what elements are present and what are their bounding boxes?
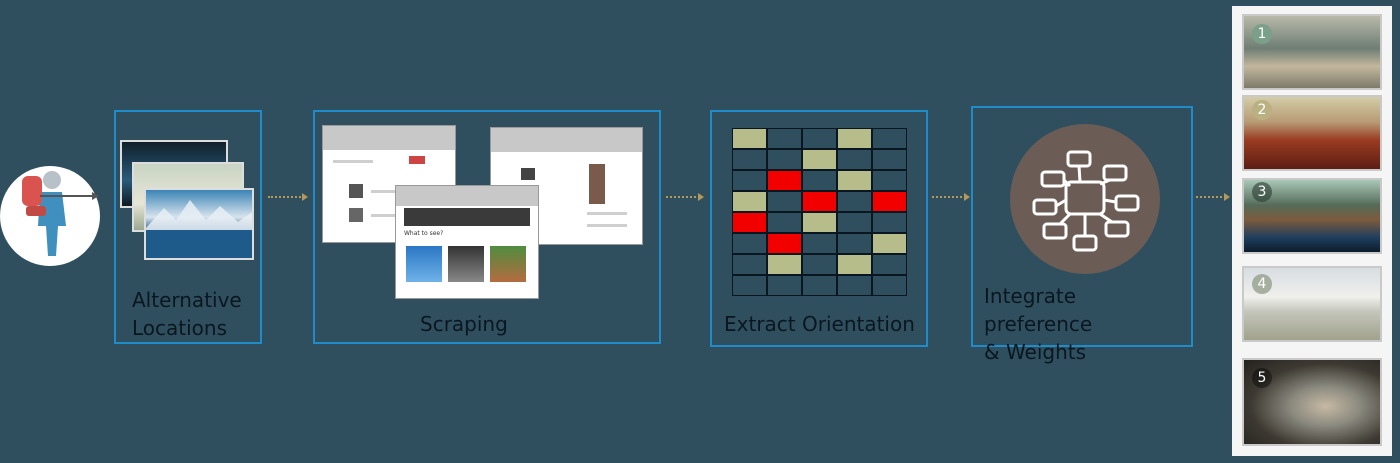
grid-cell: [732, 128, 767, 149]
rank-number-3: 3: [1252, 182, 1272, 202]
screenshot-front: What to see?: [396, 186, 538, 298]
grid-cell: [802, 254, 837, 275]
grid-cell: [732, 275, 767, 296]
grid-cell: [802, 128, 837, 149]
screenshot-left: [323, 126, 455, 242]
grid-cell: [837, 212, 872, 233]
grid-cell: [767, 233, 802, 254]
grid-cell: [872, 254, 907, 275]
grid-cell: [732, 191, 767, 212]
stage-integrate: [971, 106, 1193, 347]
grid-cell: [732, 170, 767, 191]
location-photo-front: [144, 188, 254, 260]
label-alternative-locations: Alternative Locations: [132, 288, 242, 340]
grid-cell: [837, 149, 872, 170]
grid-cell: [872, 212, 907, 233]
stage-scraping: [313, 110, 661, 344]
arrow-3: [932, 193, 970, 201]
grid-cell: [802, 149, 837, 170]
grid-cell: [732, 212, 767, 233]
orientation-grid: [732, 128, 907, 296]
grid-cell: [872, 128, 907, 149]
arrow-4: [1196, 193, 1230, 201]
grid-cell: [802, 212, 837, 233]
grid-cell: [767, 149, 802, 170]
grid-cell: [767, 128, 802, 149]
grid-cell: [837, 275, 872, 296]
arrow-1: [268, 193, 308, 201]
rank-number-5: 5: [1252, 368, 1272, 388]
rank-number-1: 1: [1252, 24, 1272, 44]
grid-cell: [732, 149, 767, 170]
grid-cell: [802, 170, 837, 191]
network-icon: [1010, 124, 1160, 274]
grid-cell: [837, 233, 872, 254]
rank-number-4: 4: [1252, 274, 1272, 294]
traveller-icon: [0, 166, 100, 266]
rank-number-2: 2: [1252, 100, 1272, 120]
grid-cell: [732, 233, 767, 254]
grid-cell: [802, 233, 837, 254]
grid-cell: [767, 170, 802, 191]
grid-cell: [767, 212, 802, 233]
arrow-2: [666, 193, 704, 201]
screenshot-heading: What to see?: [404, 230, 444, 237]
grid-cell: [872, 275, 907, 296]
result-thumbnail-5: [1242, 358, 1382, 446]
grid-cell: [872, 170, 907, 191]
grid-cell: [837, 191, 872, 212]
grid-cell: [837, 170, 872, 191]
grid-cell: [872, 191, 907, 212]
label-extract-orientation: Extract Orientation: [724, 312, 915, 336]
grid-cell: [802, 275, 837, 296]
grid-cell: [802, 191, 837, 212]
stage-extract-orientation: [710, 110, 928, 347]
grid-cell: [767, 191, 802, 212]
grid-cell: [872, 233, 907, 254]
grid-cell: [767, 275, 802, 296]
label-integrate: Integrate preference & Weights: [984, 284, 1093, 364]
grid-cell: [767, 254, 802, 275]
grid-cell: [837, 128, 872, 149]
grid-cell: [837, 254, 872, 275]
stage-alternative-locations: [114, 110, 262, 344]
grid-cell: [732, 254, 767, 275]
label-scraping: Scraping: [420, 312, 508, 336]
grid-cell: [872, 149, 907, 170]
